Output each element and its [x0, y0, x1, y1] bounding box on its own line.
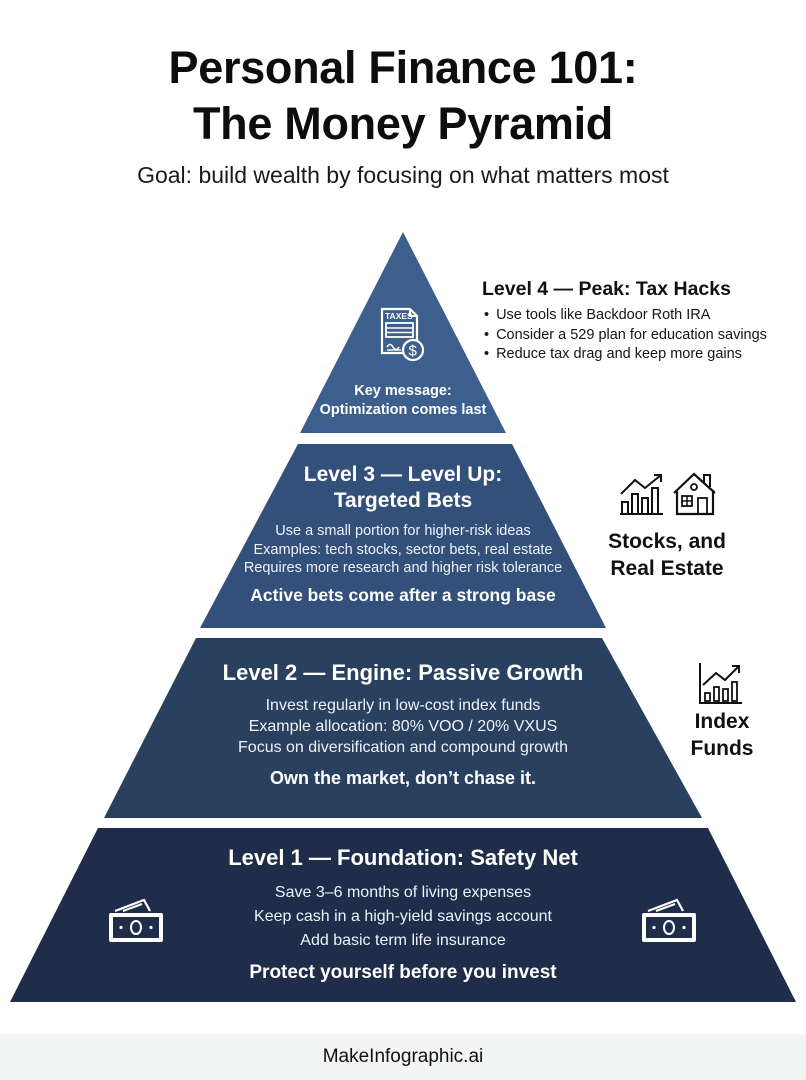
level2-body-line: Invest regularly in low-cost index funds	[265, 697, 541, 714]
footer-brand: MakeInfographic.ai	[0, 1034, 806, 1080]
level2-body-line: Example allocation: 80% VOO / 20% VXUS	[248, 718, 558, 735]
level1-content: Level 1 — Foundation: Safety Net Save 3–…	[98, 845, 708, 985]
level1-body-line: Save 3–6 months of living expenses	[274, 884, 532, 901]
level2-side-label-line2: Funds	[690, 737, 754, 760]
cash-bills-icon	[642, 898, 696, 942]
level3-body-line: Requires more research and higher risk t…	[243, 560, 563, 576]
level2-message: Own the market, don’t chase it.	[269, 768, 537, 788]
level3-message: Active bets come after a strong base	[250, 584, 556, 605]
level4-title: Level 4 — Peak: Tax Hacks	[482, 278, 731, 300]
level2-side-label-line1: Index	[694, 710, 750, 733]
level4-bullet: Consider a 529 plan for education saving…	[484, 326, 767, 346]
level3-content: Level 3 — Level Up: Targeted Bets Use a …	[200, 462, 606, 607]
house-icon	[673, 472, 716, 516]
taxes-document-icon: TAXES $	[380, 307, 425, 362]
level3-title-line2: Targeted Bets	[333, 489, 473, 512]
level4-bullets: Use tools like Backdoor Roth IRA Conside…	[484, 306, 767, 365]
level3-side-label-line2: Real Estate	[610, 557, 724, 580]
svg-text:TAXES: TAXES	[385, 311, 413, 321]
level3-side-label: Stocks, and Real Estate	[596, 528, 738, 582]
level1-message: Protect yourself before you invest	[249, 962, 557, 983]
level3-title-line1: Level 3 — Level Up:	[303, 463, 503, 486]
level4-key-message-line1: Key message:	[354, 383, 452, 399]
tier-level1	[10, 828, 796, 1002]
tier-level3	[200, 444, 606, 628]
page-title-line2: The Money Pyramid	[192, 98, 613, 149]
line-chart-growth-icon	[699, 663, 742, 704]
level1-body-line: Keep cash in a high-yield savings accoun…	[254, 908, 552, 925]
cash-bills-icon	[109, 898, 163, 942]
level4-bullet: Reduce tax drag and keep more gains	[484, 345, 767, 365]
level1-title: Level 1 — Foundation: Safety Net	[228, 845, 578, 870]
level3-body-line: Examples: tech stocks, sector bets, real…	[253, 541, 553, 558]
page-subtitle: Goal: build wealth by focusing on what m…	[137, 162, 669, 188]
level1-body-line: Add basic term life insurance	[300, 932, 506, 949]
level2-title: Level 2 — Engine: Passive Growth	[222, 660, 584, 685]
level2-content: Level 2 — Engine: Passive Growth Invest …	[104, 660, 702, 790]
level3-side-label-line1: Stocks, and	[608, 530, 726, 553]
svg-text:$: $	[409, 343, 418, 360]
level4-key-message: Key message: Optimization comes last	[300, 382, 506, 420]
level2-side-label: Index Funds	[672, 708, 772, 762]
bar-chart-trend-icon	[620, 474, 663, 515]
level4-bullet: Use tools like Backdoor Roth IRA	[484, 306, 767, 326]
level4-key-message-line2: Optimization comes last	[319, 402, 487, 418]
level3-body-line: Use a small portion for higher-risk idea…	[275, 523, 531, 539]
page-title-line1: Personal Finance 101:	[168, 42, 638, 93]
tier-level2	[104, 638, 702, 818]
level2-body-line: Focus on diversification and compound gr…	[238, 739, 568, 756]
